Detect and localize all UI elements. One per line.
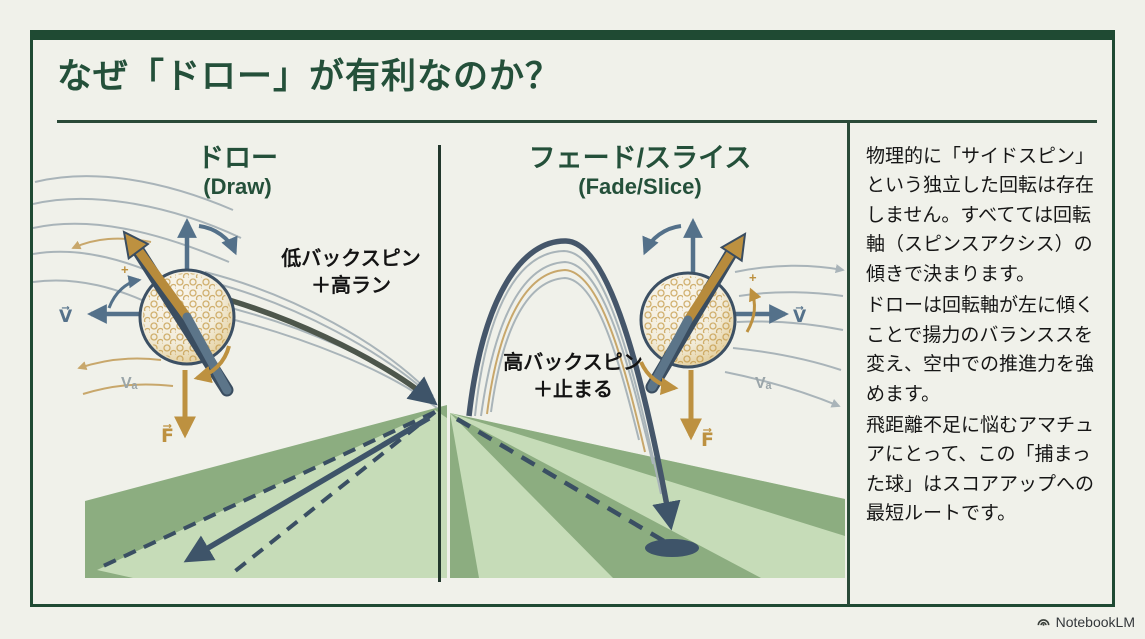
- sidebar-paragraph: ドローは回転軸が左に傾くことで揚力のバランススを変え、空中での推進力を強めます。: [866, 295, 1095, 405]
- right-velocity-label: V⃗: [793, 305, 807, 326]
- left-panel-header: ドロー (Draw): [90, 143, 385, 199]
- sidebar-explanation: 物理的に「サイドスピン」という独立した回転は存在しません。すべてては回転軸（スピ…: [866, 142, 1108, 531]
- sidebar-paragraph: 飛距離不足に悩むアマチュアにとって、この「捕まった球」はスコアアップへの最短ルー…: [866, 414, 1095, 525]
- left-small-curved-arrow: [107, 275, 142, 309]
- left-magnus-curved-arrow: [193, 345, 231, 384]
- right-plus-mark: +: [749, 270, 757, 285]
- left-ground-fairway: [85, 405, 447, 578]
- footer-brand: NotebookLM: [960, 611, 1135, 633]
- left-panel-title: ドロー: [197, 143, 278, 173]
- right-spin-curved-arrow: [642, 224, 682, 256]
- right-small-curved-arrow: [745, 287, 762, 333]
- right-trajectory: [466, 238, 681, 531]
- right-annotation-line2: ＋止まる: [533, 379, 613, 401]
- left-spin-curved-arrow: [198, 224, 238, 256]
- right-streamlines: [724, 264, 845, 408]
- left-roll-dashed-line: [98, 410, 436, 570]
- golf-spin-diagram: V⃗ Vₐ F⃗ +: [33, 175, 845, 578]
- right-panel-subtitle: (Fade/Slice): [578, 174, 702, 200]
- right-carry-dashed-line: [455, 417, 671, 546]
- right-force-label: F⃗: [701, 428, 714, 451]
- left-plus-mark: +: [121, 262, 129, 277]
- left-velocity-label: V⃗: [59, 305, 73, 326]
- notebooklm-icon: [1037, 618, 1050, 626]
- right-magnus-curved-arrow: [639, 361, 679, 395]
- sidebar-divider: [847, 123, 850, 605]
- right-annotation-line1: 高バックスピン: [503, 352, 643, 374]
- right-ground-fairway: [450, 413, 845, 578]
- left-trajectory: [204, 271, 438, 409]
- right-landing-spot: [645, 539, 699, 557]
- right-panel-title: フェード/スライス: [528, 143, 752, 173]
- right-panel-header: フェード/スライス (Fade/Slice): [490, 143, 790, 199]
- sidebar-paragraph: 物理的に「サイドスピン」という独立した回転は存在しません。すべてては回転軸（スピ…: [866, 146, 1095, 285]
- left-annotation-line1: 低バックスピン: [281, 248, 421, 270]
- left-air-velocity-label: Vₐ: [121, 375, 138, 392]
- left-panel-subtitle: (Draw): [203, 174, 272, 200]
- left-annotation: 低バックスピン ＋高ラン: [256, 246, 446, 300]
- right-annotation: 高バックスピン ＋止まる: [478, 350, 668, 404]
- page-title: なぜ「ドロー」が有利なのか？: [57, 57, 562, 96]
- left-annotation-line2: ＋高ラン: [311, 275, 391, 297]
- panel-divider: [438, 145, 441, 582]
- left-run-arrow: [183, 415, 431, 563]
- right-spin-axis: [645, 232, 747, 394]
- title-underline: [57, 120, 1097, 123]
- left-force-label: F⃗: [161, 424, 174, 447]
- right-air-velocity-label: Vₐ: [755, 375, 772, 392]
- footer-brand-label: NotebookLM: [1055, 614, 1135, 630]
